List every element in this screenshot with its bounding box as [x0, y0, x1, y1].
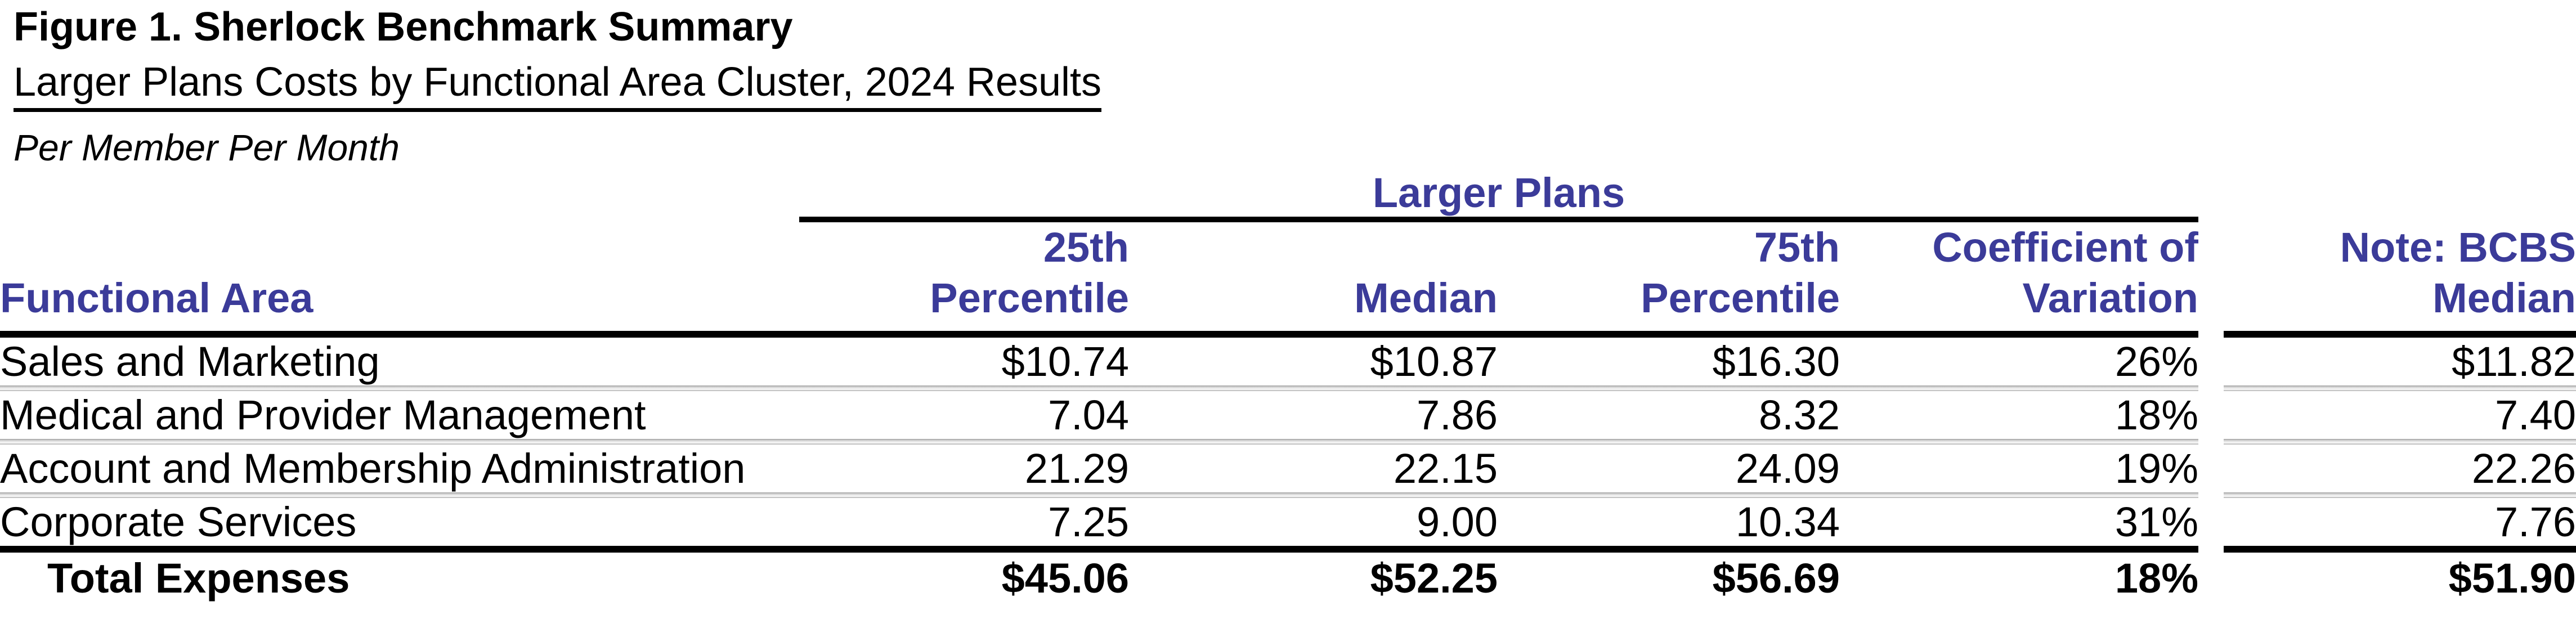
figure-title: Figure 1. Sherlock Benchmark Summary [14, 5, 793, 50]
row-75th-value: 10.34 [1735, 498, 1840, 545]
total-rule-row [0, 545, 2576, 553]
header-rule-row [0, 330, 2576, 338]
group-header-spacer-left [0, 169, 799, 217]
total-rule-main [0, 545, 2198, 553]
group-header-label: Larger Plans [1372, 169, 1625, 216]
total-rule-bcbs [2224, 545, 2576, 553]
row-75th-value: 24.09 [1735, 445, 1840, 492]
row-25th-value: 21.29 [1024, 445, 1129, 492]
row-median-value: $10.87 [1370, 338, 1498, 385]
row-cov-value: 18% [2114, 391, 2198, 438]
total-25th-value: $45.06 [1001, 555, 1129, 602]
row-bcbs-value: 7.40 [2494, 391, 2576, 438]
row-median-value: 9.00 [1416, 498, 1498, 545]
col-header-functional-area: Functional Area [0, 275, 313, 322]
col-header-median: Median [1354, 275, 1498, 322]
figure-subtitle: Larger Plans Costs by Functional Area Cl… [14, 62, 1101, 112]
row-label: Corporate Services [0, 498, 357, 545]
row-bcbs-value: 22.26 [2471, 445, 2576, 492]
col-header-25th-percentile: 25th Percentile [930, 224, 1129, 322]
col-header-coefficient-of-variation: Coefficient of Variation [1932, 224, 2198, 322]
total-median-value: $52.25 [1370, 555, 1498, 602]
column-header-row: Functional Area 25th Percentile Median 7… [0, 222, 2576, 331]
total-row: Total Expenses $45.06 $52.25 $56.69 18% … [0, 553, 2576, 604]
figure-unit-note: Per Member Per Month [14, 127, 400, 168]
row-bcbs-value: 7.76 [2494, 498, 2576, 545]
row-cov-value: 31% [2114, 498, 2198, 545]
row-25th-value: 7.04 [1047, 391, 1129, 438]
title-block: Figure 1. Sherlock Benchmark Summary Lar… [14, 7, 1101, 166]
benchmark-table: Larger Plans Functional Area 25th Percen… [0, 169, 2576, 604]
group-header-row: Larger Plans [0, 169, 2576, 217]
column-gap [2198, 222, 2224, 331]
row-separator [0, 438, 2576, 445]
column-gap [2198, 169, 2224, 217]
table-row: Sales and Marketing $10.74 $10.87 $16.30… [0, 338, 2576, 385]
row-75th-value: $16.30 [1712, 338, 1840, 385]
header-rule-bcbs [2224, 330, 2576, 338]
row-label: Account and Membership Administration [0, 445, 746, 492]
total-cov-value: 18% [2114, 555, 2198, 602]
row-cov-value: 26% [2114, 338, 2198, 385]
header-rule-main [0, 330, 2198, 338]
row-label: Medical and Provider Management [0, 391, 646, 438]
row-median-value: 22.15 [1393, 445, 1498, 492]
total-label: Total Expenses [47, 555, 350, 602]
figure-subtitle-text: Larger Plans Costs by Functional Area Cl… [14, 62, 1101, 112]
table-row: Account and Membership Administration 21… [0, 445, 2576, 492]
table-row: Medical and Provider Management 7.04 7.8… [0, 391, 2576, 439]
row-label: Sales and Marketing [0, 338, 380, 385]
col-header-bcbs-median: Note: BCBS Median [2340, 224, 2576, 322]
row-25th-value: 7.25 [1047, 498, 1129, 545]
total-bcbs-value: $51.90 [2448, 555, 2576, 602]
row-25th-value: $10.74 [1001, 338, 1129, 385]
table-row: Corporate Services 7.25 9.00 10.34 31% 7… [0, 498, 2576, 546]
col-header-75th-percentile: 75th Percentile [1641, 224, 1840, 322]
row-bcbs-value: $11.82 [2452, 338, 2576, 385]
total-75th-value: $56.69 [1712, 555, 1840, 602]
group-header-rule [799, 217, 2198, 222]
group-header-spacer-right [2224, 169, 2576, 217]
row-cov-value: 19% [2114, 445, 2198, 492]
row-separator [0, 385, 2576, 391]
row-median-value: 7.86 [1416, 391, 1498, 438]
group-header-rule-row [0, 217, 2576, 222]
row-75th-value: 8.32 [1758, 391, 1840, 438]
row-separator [0, 492, 2576, 498]
